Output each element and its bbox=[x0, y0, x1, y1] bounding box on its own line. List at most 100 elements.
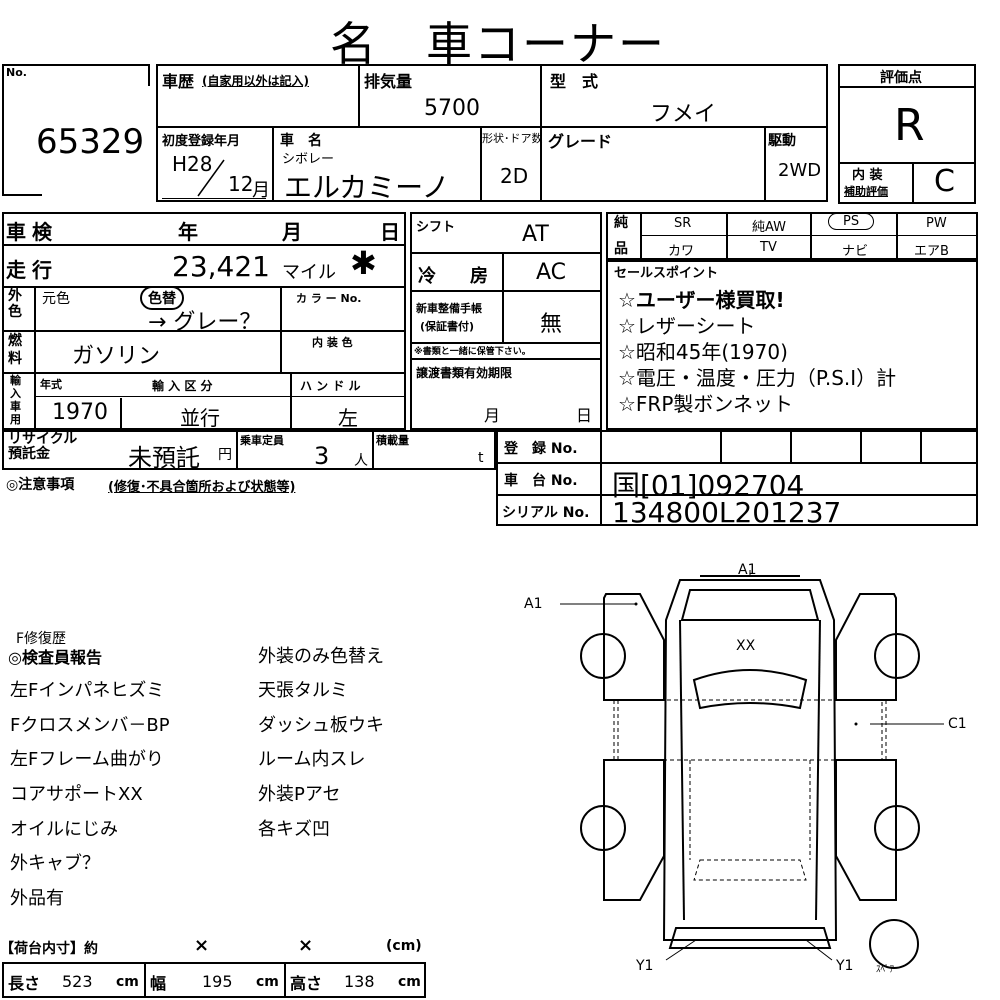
cargo-height-unit: cm bbox=[398, 974, 421, 990]
shift-label: シフト bbox=[416, 220, 456, 235]
serial-value: 134800L201237 bbox=[612, 496, 842, 529]
handle-value: 左 bbox=[338, 406, 358, 430]
first-reg-month: 12 bbox=[228, 172, 254, 196]
mileage-value: 23,421 bbox=[172, 250, 270, 283]
cargo-title: 【荷台内寸】約 bbox=[0, 941, 98, 957]
equipment-row1-label: 純 bbox=[614, 215, 628, 231]
repair-history: F修復歴 bbox=[16, 631, 67, 647]
cargo-width-label: 幅 bbox=[150, 974, 167, 993]
chassis-value: 国[01]092704 bbox=[612, 469, 805, 502]
shaken-month: 月 bbox=[282, 220, 302, 244]
reg-no-label: 登 録 No. bbox=[504, 441, 578, 457]
wheel-rear-left bbox=[580, 805, 626, 851]
chassis-label: 車 台 No. bbox=[504, 473, 578, 489]
transfer-label: 譲渡書類有効期限 bbox=[416, 366, 513, 380]
cargo-length-label: 長さ bbox=[8, 974, 41, 993]
damage-label-y1-left: Y1 bbox=[636, 958, 654, 974]
first-reg-slash bbox=[197, 159, 225, 197]
inspection-item: 各キズ凹 bbox=[258, 819, 330, 840]
interior-value: C bbox=[934, 164, 955, 199]
shaken-day: 日 bbox=[380, 220, 400, 244]
capacity-label: 乗車定員 bbox=[240, 434, 284, 447]
inspection-item: オイルにじみ bbox=[10, 819, 118, 840]
score-box bbox=[838, 64, 976, 204]
import-label: 輸入車用 bbox=[10, 374, 21, 426]
drive-label: 駆動 bbox=[768, 133, 796, 149]
year-value: 1970 bbox=[52, 400, 108, 425]
first-reg-month-unit: 月 bbox=[252, 180, 270, 201]
left-front-fender bbox=[603, 593, 665, 701]
sales-point-item: ☆レザーシート bbox=[618, 314, 756, 338]
right-rear-quarter bbox=[835, 759, 897, 901]
cargo-unit: (cm) bbox=[386, 938, 422, 954]
color-no-label: カ ラ ー No. bbox=[296, 292, 362, 305]
score-value: R bbox=[894, 100, 925, 151]
model-label: 型 式 bbox=[550, 72, 599, 91]
vehicle-damage-diagram bbox=[560, 570, 944, 969]
recycle-row bbox=[2, 430, 496, 470]
sales-points-title: セールスポイント bbox=[614, 266, 719, 281]
equipment-leather: カワ bbox=[668, 244, 695, 259]
notes-label: ◎注意事項 bbox=[6, 477, 75, 493]
cargo-height-label: 高さ bbox=[290, 974, 323, 993]
vehicle-info-grid bbox=[156, 64, 828, 202]
damage-label-y1-right: Y1 bbox=[836, 958, 854, 974]
orig-color-label: 元色 bbox=[42, 291, 70, 307]
car-maker: シボレー bbox=[282, 152, 335, 167]
notes-sub: (修復･不具合箇所および状態等) bbox=[108, 480, 296, 495]
cargo-length-value: 523 bbox=[62, 972, 93, 991]
spare-label: ｽﾍﾟｱ bbox=[876, 965, 895, 975]
interior-label-1: 内 装 bbox=[852, 168, 883, 183]
inspection-item: ダッシュ板ウキ bbox=[258, 715, 384, 736]
import-type-label: 輸 入 区 分 bbox=[152, 379, 213, 393]
inspection-item: 左Fフレーム曲がり bbox=[10, 749, 164, 770]
inspector-title: ◎検査員報告 bbox=[8, 648, 102, 667]
fuel-value: ガソリン bbox=[72, 344, 161, 369]
drive-value: 2WD bbox=[778, 160, 822, 181]
sales-point-item: ☆FRP製ボンネット bbox=[618, 392, 793, 416]
damage-label-xx: XX bbox=[736, 638, 756, 654]
car-name: エルカミーノ bbox=[284, 171, 450, 204]
import-type-value: 並行 bbox=[180, 406, 220, 430]
rear-bumper bbox=[668, 927, 832, 949]
grade-label: グレード bbox=[548, 132, 613, 151]
repaint-label: 色替 bbox=[140, 286, 184, 310]
sales-point-item: ☆ユーザー様買取! bbox=[618, 288, 785, 312]
cargo-width-unit: cm bbox=[256, 974, 279, 990]
transfer-month: 月 bbox=[484, 406, 501, 425]
inspection-item: 外キャブ？ bbox=[10, 853, 100, 874]
registration-grid bbox=[496, 430, 978, 526]
doors-value: 2D bbox=[500, 164, 529, 188]
equipment-pw: PW bbox=[926, 216, 947, 231]
color-label: 外色 bbox=[8, 288, 22, 320]
doors-outline bbox=[617, 699, 883, 761]
fuel-label: 燃料 bbox=[8, 333, 22, 367]
car-hood bbox=[680, 589, 820, 621]
displacement-value: 5700 bbox=[424, 96, 480, 121]
wheel-front-right bbox=[874, 633, 920, 679]
wheel-rear-right bbox=[874, 805, 920, 851]
score-label: 評価点 bbox=[880, 70, 922, 86]
history-note: (自家用以外は記入) bbox=[202, 74, 309, 88]
load-label: 積載量 bbox=[376, 434, 409, 447]
transfer-day: 日 bbox=[576, 406, 593, 425]
equipment-table bbox=[606, 212, 978, 260]
service-value: 無 bbox=[540, 312, 563, 337]
mileage-unit: マイル bbox=[282, 262, 336, 283]
mileage-mark-icon: ✱ bbox=[350, 244, 377, 282]
capacity-unit: 人 bbox=[354, 453, 368, 469]
inspection-item: コアサポートXX bbox=[10, 784, 143, 805]
inspection-item: 外品有 bbox=[10, 888, 64, 909]
equipment-aw: 純AW bbox=[752, 220, 787, 235]
equipment-tv: TV bbox=[760, 240, 777, 255]
first-reg-year: H28 bbox=[172, 152, 213, 176]
displacement-label: 排気量 bbox=[364, 72, 413, 91]
spec-grid bbox=[410, 212, 602, 430]
details-grid bbox=[2, 212, 406, 430]
recycle-unit: 円 bbox=[218, 447, 232, 463]
year-label: 年式 bbox=[40, 378, 62, 391]
equipment-row2-label: 品 bbox=[614, 241, 628, 257]
left-rear-quarter bbox=[603, 759, 665, 901]
cargo-x2: × bbox=[298, 935, 314, 956]
sales-point-item: ☆昭和45年(1970) bbox=[618, 340, 788, 364]
